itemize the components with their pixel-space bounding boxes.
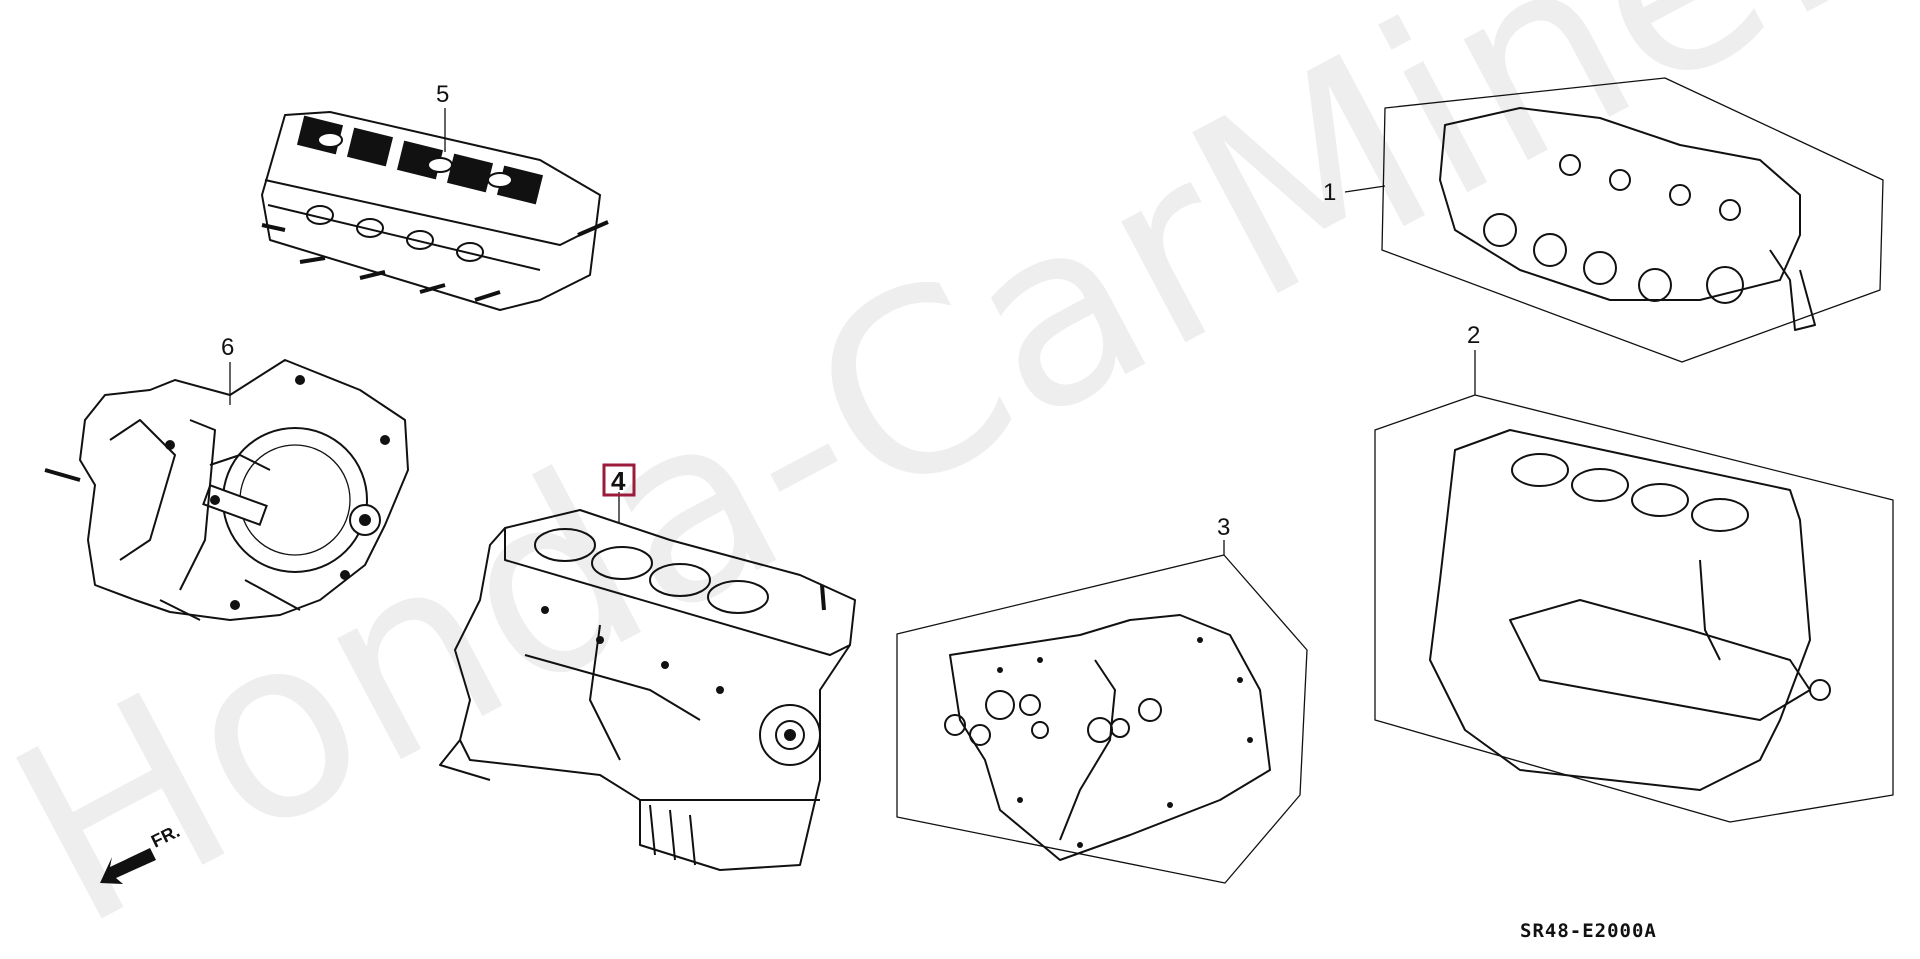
callout-1[interactable]: 1 xyxy=(1323,179,1336,206)
diagram-code: SR48-E2000A xyxy=(1520,920,1657,942)
front-arrow-icon xyxy=(100,848,156,884)
part-6-transmission[interactable] xyxy=(44,359,409,621)
callout-3[interactable]: 3 xyxy=(1217,514,1230,541)
callout-4-highlight-box xyxy=(602,463,636,497)
part-4-engine-block[interactable] xyxy=(439,509,856,871)
callout-6[interactable]: 6 xyxy=(221,334,234,361)
callout-4[interactable]: 4 xyxy=(611,466,626,496)
callout-2[interactable]: 2 xyxy=(1467,322,1480,349)
part-1-gasket-kit[interactable] xyxy=(1381,77,1884,363)
part-3-gasket-kit[interactable] xyxy=(896,554,1308,884)
part-2-gasket-kit[interactable] xyxy=(1374,394,1894,823)
part-5-cylinder-head[interactable] xyxy=(261,111,609,311)
callout-5[interactable]: 5 xyxy=(436,81,449,108)
